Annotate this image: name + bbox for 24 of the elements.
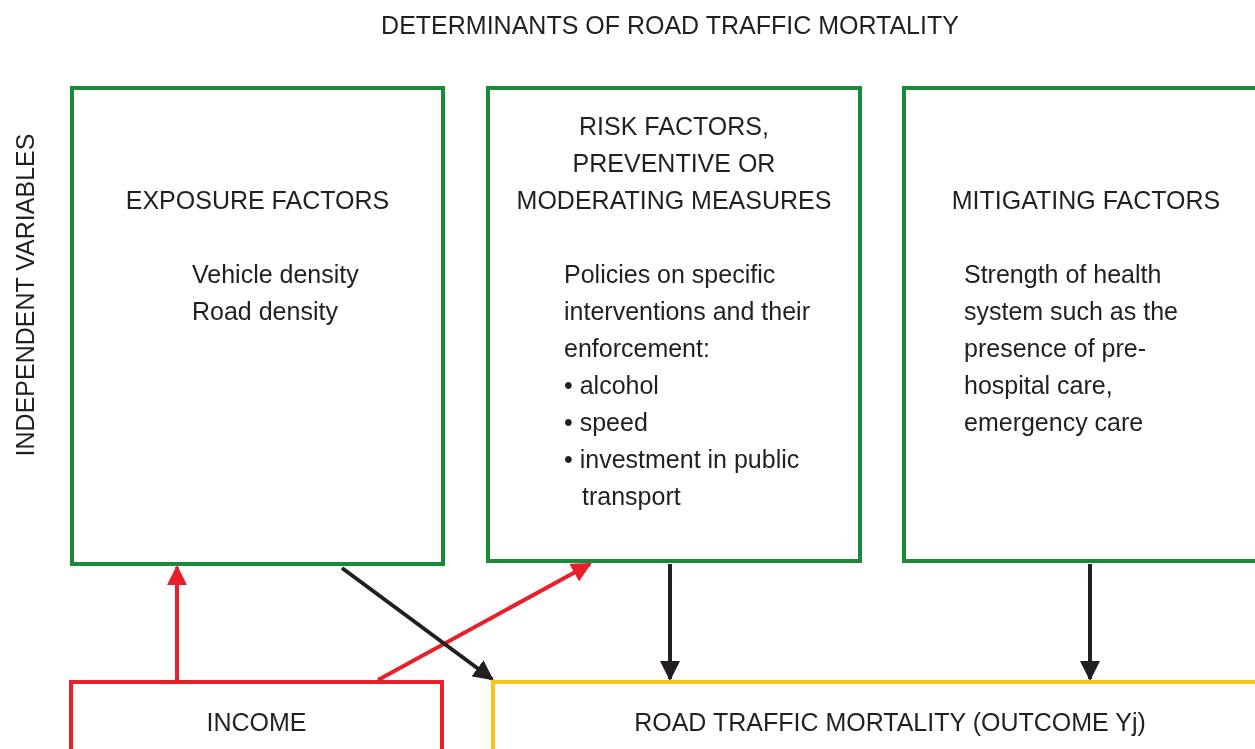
factor-box xyxy=(491,680,1255,749)
box-text: Vehicle density xyxy=(192,259,360,290)
factor-box xyxy=(902,86,1255,563)
diagram-title: DETERMINANTS OF ROAD TRAFFIC MORTALITY xyxy=(380,10,960,41)
arrow xyxy=(167,565,187,680)
box-text: Strength of health system such as the presence of pre-hospital care, emergency care xyxy=(964,259,1179,438)
factor-box xyxy=(486,86,862,563)
factor-box xyxy=(69,680,444,749)
arrow xyxy=(1080,564,1100,681)
box-heading: INCOME xyxy=(205,707,308,738)
arrow xyxy=(660,564,680,681)
box-heading: ROAD TRAFFIC MORTALITY (OUTCOME Yj) xyxy=(633,707,1147,738)
factor-box xyxy=(70,86,445,566)
axis-label: INDEPENDENT VARIABLES xyxy=(11,133,39,457)
bullet-item: • alcohol xyxy=(564,370,660,401)
box-heading: RISK FACTORS, PREVENTIVE OR MODERATING MEASURES xyxy=(515,111,833,216)
bullet-item: • investment in public transport xyxy=(564,444,801,512)
box-text: Road density xyxy=(192,296,339,327)
box-heading: EXPOSURE FACTORS xyxy=(124,185,391,216)
arrow xyxy=(340,566,494,681)
box-heading: MITIGATING FACTORS xyxy=(950,185,1222,216)
box-text: Policies on specific interventions and their enforcement: xyxy=(564,259,811,364)
arrow xyxy=(377,562,592,682)
bullet-item: • speed xyxy=(564,407,649,438)
